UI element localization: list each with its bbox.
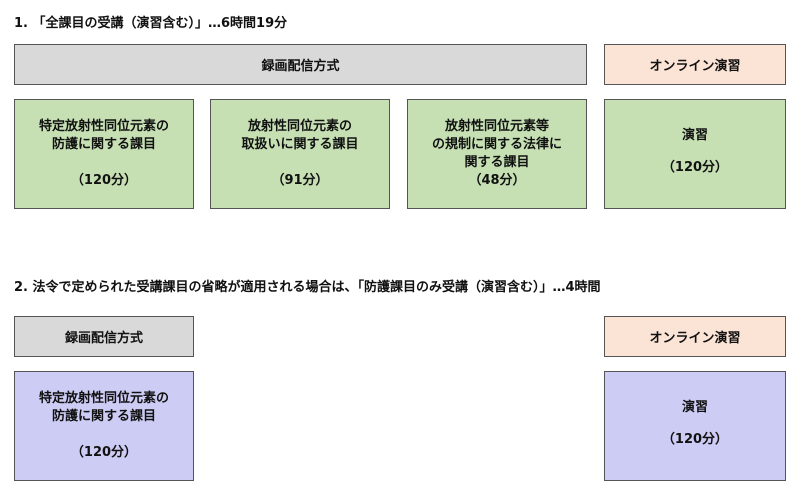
box-line: 放射性同位元素の xyxy=(247,119,352,134)
section1-protection-course-box: 特定放射性同位元素の 防護に関する課目 （120分） xyxy=(14,99,194,209)
box-line: 演習 xyxy=(681,400,708,415)
box-line: 演習 xyxy=(681,128,708,143)
section1-handling-course-box: 放射性同位元素の 取扱いに関する課目 （91分） xyxy=(210,99,390,209)
section1-recorded-delivery-bar: 録画配信方式 xyxy=(14,44,587,85)
box-line: 特定放射性同位元素の xyxy=(38,391,169,406)
box-duration: （48分） xyxy=(468,173,526,188)
box-line: 放射性同位元素等 xyxy=(444,119,549,134)
section2-recorded-delivery-bar: 録画配信方式 xyxy=(14,316,194,357)
section2-heading: 2. 法令で定められた受講課目の省略が適用される場合は、「防護課目のみ受講（演習… xyxy=(14,280,601,295)
box-line: 特定放射性同位元素の xyxy=(38,119,169,134)
box-line: 防護に関する課目 xyxy=(51,409,156,424)
box-line: 関する課目 xyxy=(464,155,530,170)
section1-online-exercise-bar: オンライン演習 xyxy=(604,44,786,85)
section2-exercise-box: 演習 （120分） xyxy=(604,371,786,481)
box-line: 防護に関する課目 xyxy=(51,137,156,152)
section2-protection-course-box: 特定放射性同位元素の 防護に関する課目 （120分） xyxy=(14,371,194,481)
box-line: の規制に関する法律に xyxy=(431,137,562,152)
box-duration: （120分） xyxy=(661,432,729,447)
box-duration: （91分） xyxy=(271,173,329,188)
section2-online-exercise-bar: オンライン演習 xyxy=(604,316,786,357)
box-duration: （120分） xyxy=(70,445,138,460)
box-duration: （120分） xyxy=(661,160,729,175)
section1-regulation-law-course-box: 放射性同位元素等 の規制に関する法律に 関する課目 （48分） xyxy=(407,99,587,209)
box-duration: （120分） xyxy=(70,173,138,188)
box-line: 取扱いに関する課目 xyxy=(241,137,359,152)
section1-heading: 1. 「全課目の受講（演習含む）」…6時間19分 xyxy=(14,16,288,31)
section1-exercise-box: 演習 （120分） xyxy=(604,99,786,209)
